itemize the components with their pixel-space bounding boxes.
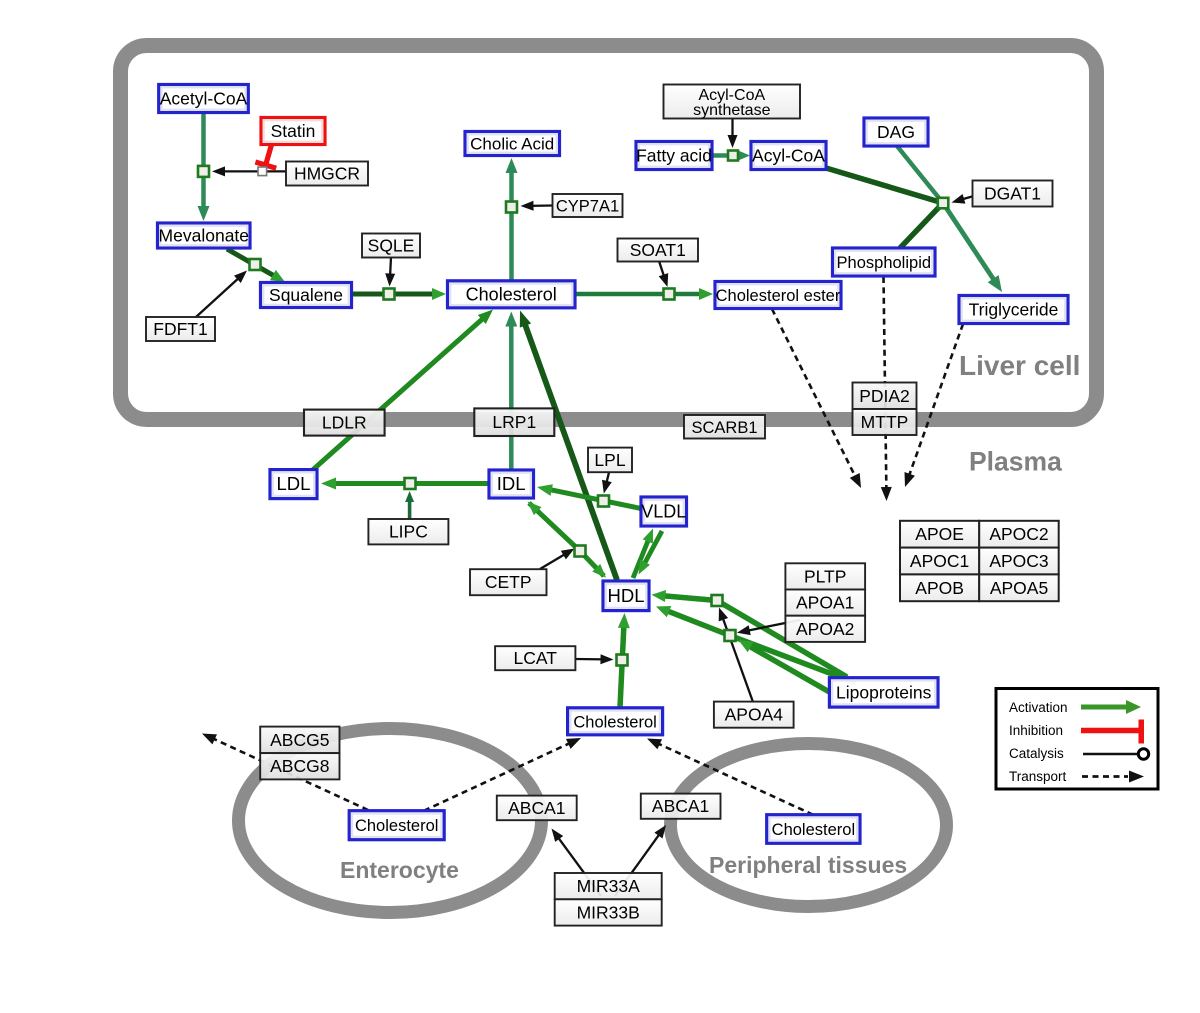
svg-text:ABCG8: ABCG8	[270, 756, 329, 776]
svg-text:LPL: LPL	[594, 450, 625, 470]
svg-text:Acyl-CoA: Acyl-CoA	[698, 87, 765, 104]
svg-text:APOA1: APOA1	[796, 593, 854, 613]
svg-text:MIR33B: MIR33B	[577, 902, 640, 922]
svg-text:DAG: DAG	[877, 122, 915, 142]
svg-text:Enterocyte: Enterocyte	[340, 857, 459, 883]
svg-text:Phospholipid: Phospholipid	[837, 254, 932, 272]
svg-text:Inhibition: Inhibition	[1009, 723, 1063, 738]
svg-text:APOB: APOB	[915, 578, 964, 598]
svg-text:LDL: LDL	[277, 473, 311, 494]
svg-text:Cholic Acid: Cholic Acid	[470, 135, 554, 154]
svg-text:VLDL: VLDL	[641, 502, 686, 522]
svg-text:ABCA1: ABCA1	[652, 796, 709, 816]
svg-text:CETP: CETP	[485, 572, 532, 592]
svg-text:MTTP: MTTP	[861, 412, 909, 432]
svg-text:PLTP: PLTP	[804, 566, 846, 586]
svg-text:Transport: Transport	[1009, 769, 1067, 784]
svg-text:MIR33A: MIR33A	[577, 876, 641, 896]
svg-text:PDIA2: PDIA2	[859, 386, 910, 406]
svg-text:LDLR: LDLR	[322, 413, 367, 433]
svg-text:LIPC: LIPC	[389, 522, 428, 542]
svg-text:Cholesterol ester: Cholesterol ester	[716, 287, 841, 305]
svg-text:CYP7A1: CYP7A1	[556, 198, 619, 216]
svg-text:HDL: HDL	[607, 585, 644, 606]
svg-text:APOA2: APOA2	[796, 619, 854, 639]
svg-text:APOC1: APOC1	[910, 551, 969, 571]
svg-text:Catalysis: Catalysis	[1009, 746, 1064, 761]
svg-text:SCARB1: SCARB1	[691, 419, 757, 437]
svg-text:HMGCR: HMGCR	[294, 164, 360, 184]
svg-text:Acyl-CoA: Acyl-CoA	[752, 146, 825, 166]
svg-text:Cholesterol: Cholesterol	[573, 713, 656, 731]
svg-text:ABCG5: ABCG5	[270, 730, 329, 750]
svg-text:Squalene: Squalene	[269, 285, 343, 305]
svg-text:IDL: IDL	[497, 473, 526, 494]
svg-text:Liver cell: Liver cell	[959, 350, 1080, 381]
svg-text:APOE: APOE	[915, 524, 964, 544]
svg-text:FDFT1: FDFT1	[153, 319, 207, 339]
svg-text:Lipoproteins: Lipoproteins	[836, 682, 932, 702]
svg-text:SQLE: SQLE	[368, 236, 415, 256]
svg-text:Cholesterol: Cholesterol	[355, 817, 438, 835]
svg-text:LRP1: LRP1	[492, 412, 536, 432]
svg-text:APOA5: APOA5	[990, 578, 1048, 598]
svg-text:APOC2: APOC2	[989, 524, 1048, 544]
svg-text:Cholesterol: Cholesterol	[772, 821, 855, 839]
svg-text:Peripheral tissues: Peripheral tissues	[709, 852, 907, 878]
svg-text:Fatty acid: Fatty acid	[636, 146, 712, 166]
svg-text:ABCA1: ABCA1	[508, 798, 565, 818]
svg-text:SOAT1: SOAT1	[630, 240, 686, 260]
svg-text:Plasma: Plasma	[969, 447, 1062, 477]
svg-text:Activation: Activation	[1009, 700, 1068, 715]
svg-text:Cholesterol: Cholesterol	[466, 284, 557, 304]
svg-text:Mevalonate: Mevalonate	[159, 226, 249, 246]
svg-text:DGAT1: DGAT1	[984, 184, 1041, 204]
svg-text:Acetyl-CoA: Acetyl-CoA	[160, 89, 248, 109]
svg-text:APOC3: APOC3	[989, 551, 1048, 571]
svg-text:synthetase: synthetase	[693, 102, 770, 119]
svg-text:APOA4: APOA4	[725, 705, 784, 725]
svg-text:Triglyceride: Triglyceride	[969, 300, 1059, 320]
svg-text:LCAT: LCAT	[513, 648, 557, 668]
svg-text:Statin: Statin	[271, 121, 316, 141]
